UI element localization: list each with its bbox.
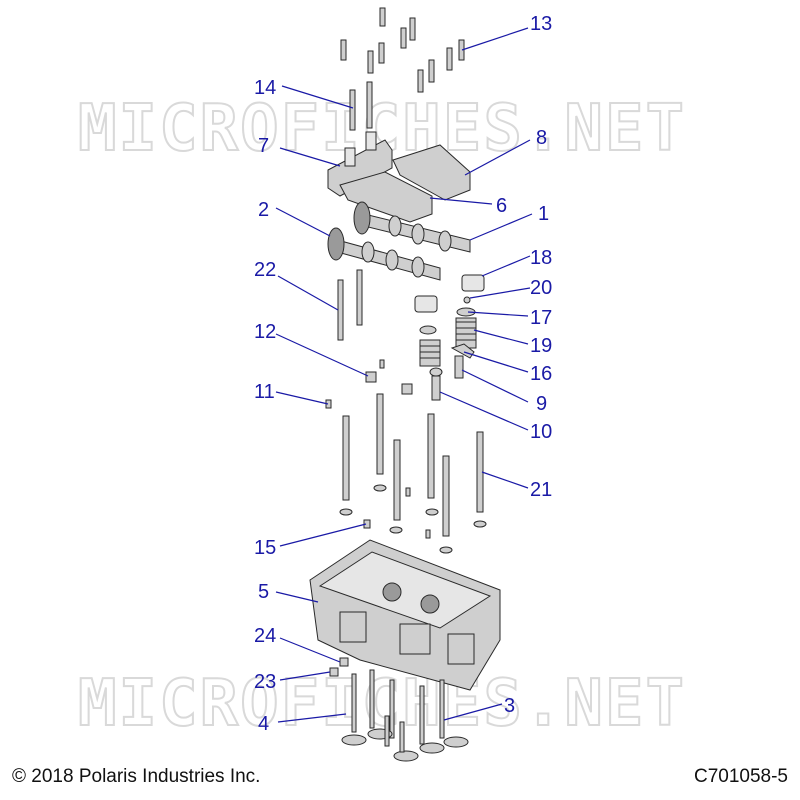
callout-6: 6	[496, 195, 507, 217]
callout-15: 15	[254, 537, 276, 559]
leader-lines	[275, 27, 533, 723]
callout-20: 20	[530, 277, 552, 299]
callout-17: 17	[530, 307, 552, 329]
callout-23: 23	[254, 671, 276, 693]
long-studs	[337, 269, 363, 341]
cam-cap-bolts	[340, 7, 465, 131]
callout-8: 8	[536, 127, 547, 149]
camshaft-upper	[353, 201, 471, 253]
valves	[329, 657, 469, 762]
callout-13: 13	[530, 13, 552, 35]
callout-12: 12	[254, 321, 276, 343]
callout-16: 16	[530, 363, 552, 385]
callout-18: 18	[530, 247, 552, 269]
callout-22: 22	[254, 259, 276, 281]
callout-14: 14	[254, 77, 276, 99]
cam-cap-center	[339, 171, 433, 223]
callout-2: 2	[258, 199, 269, 221]
copyright-text: © 2018 Polaris Industries Inc.	[12, 766, 261, 787]
valve-train-parts	[414, 274, 485, 401]
callout-9: 9	[536, 393, 547, 415]
callout-3: 3	[504, 695, 515, 717]
callout-5: 5	[258, 581, 269, 603]
callout-19: 19	[530, 335, 552, 357]
cam-cap-left	[327, 131, 393, 197]
callout-10: 10	[530, 421, 552, 443]
cam-cap-right	[392, 144, 471, 201]
camshaft-lower	[327, 227, 441, 281]
callout-1: 1	[538, 203, 549, 225]
dowels-and-nuts	[325, 359, 413, 409]
cylinder-head	[309, 539, 501, 691]
callout-4: 4	[258, 713, 269, 735]
callout-7: 7	[258, 135, 269, 157]
callout-21: 21	[530, 479, 552, 501]
callout-24: 24	[254, 625, 276, 647]
callout-11: 11	[254, 381, 275, 403]
drawing-id: C701058-5	[693, 766, 788, 787]
callout-numbers: 13 14 7 8 6 1 2 22 18 20 17 19 16 9 10 1…	[254, 13, 552, 735]
head-bolts	[339, 393, 487, 554]
